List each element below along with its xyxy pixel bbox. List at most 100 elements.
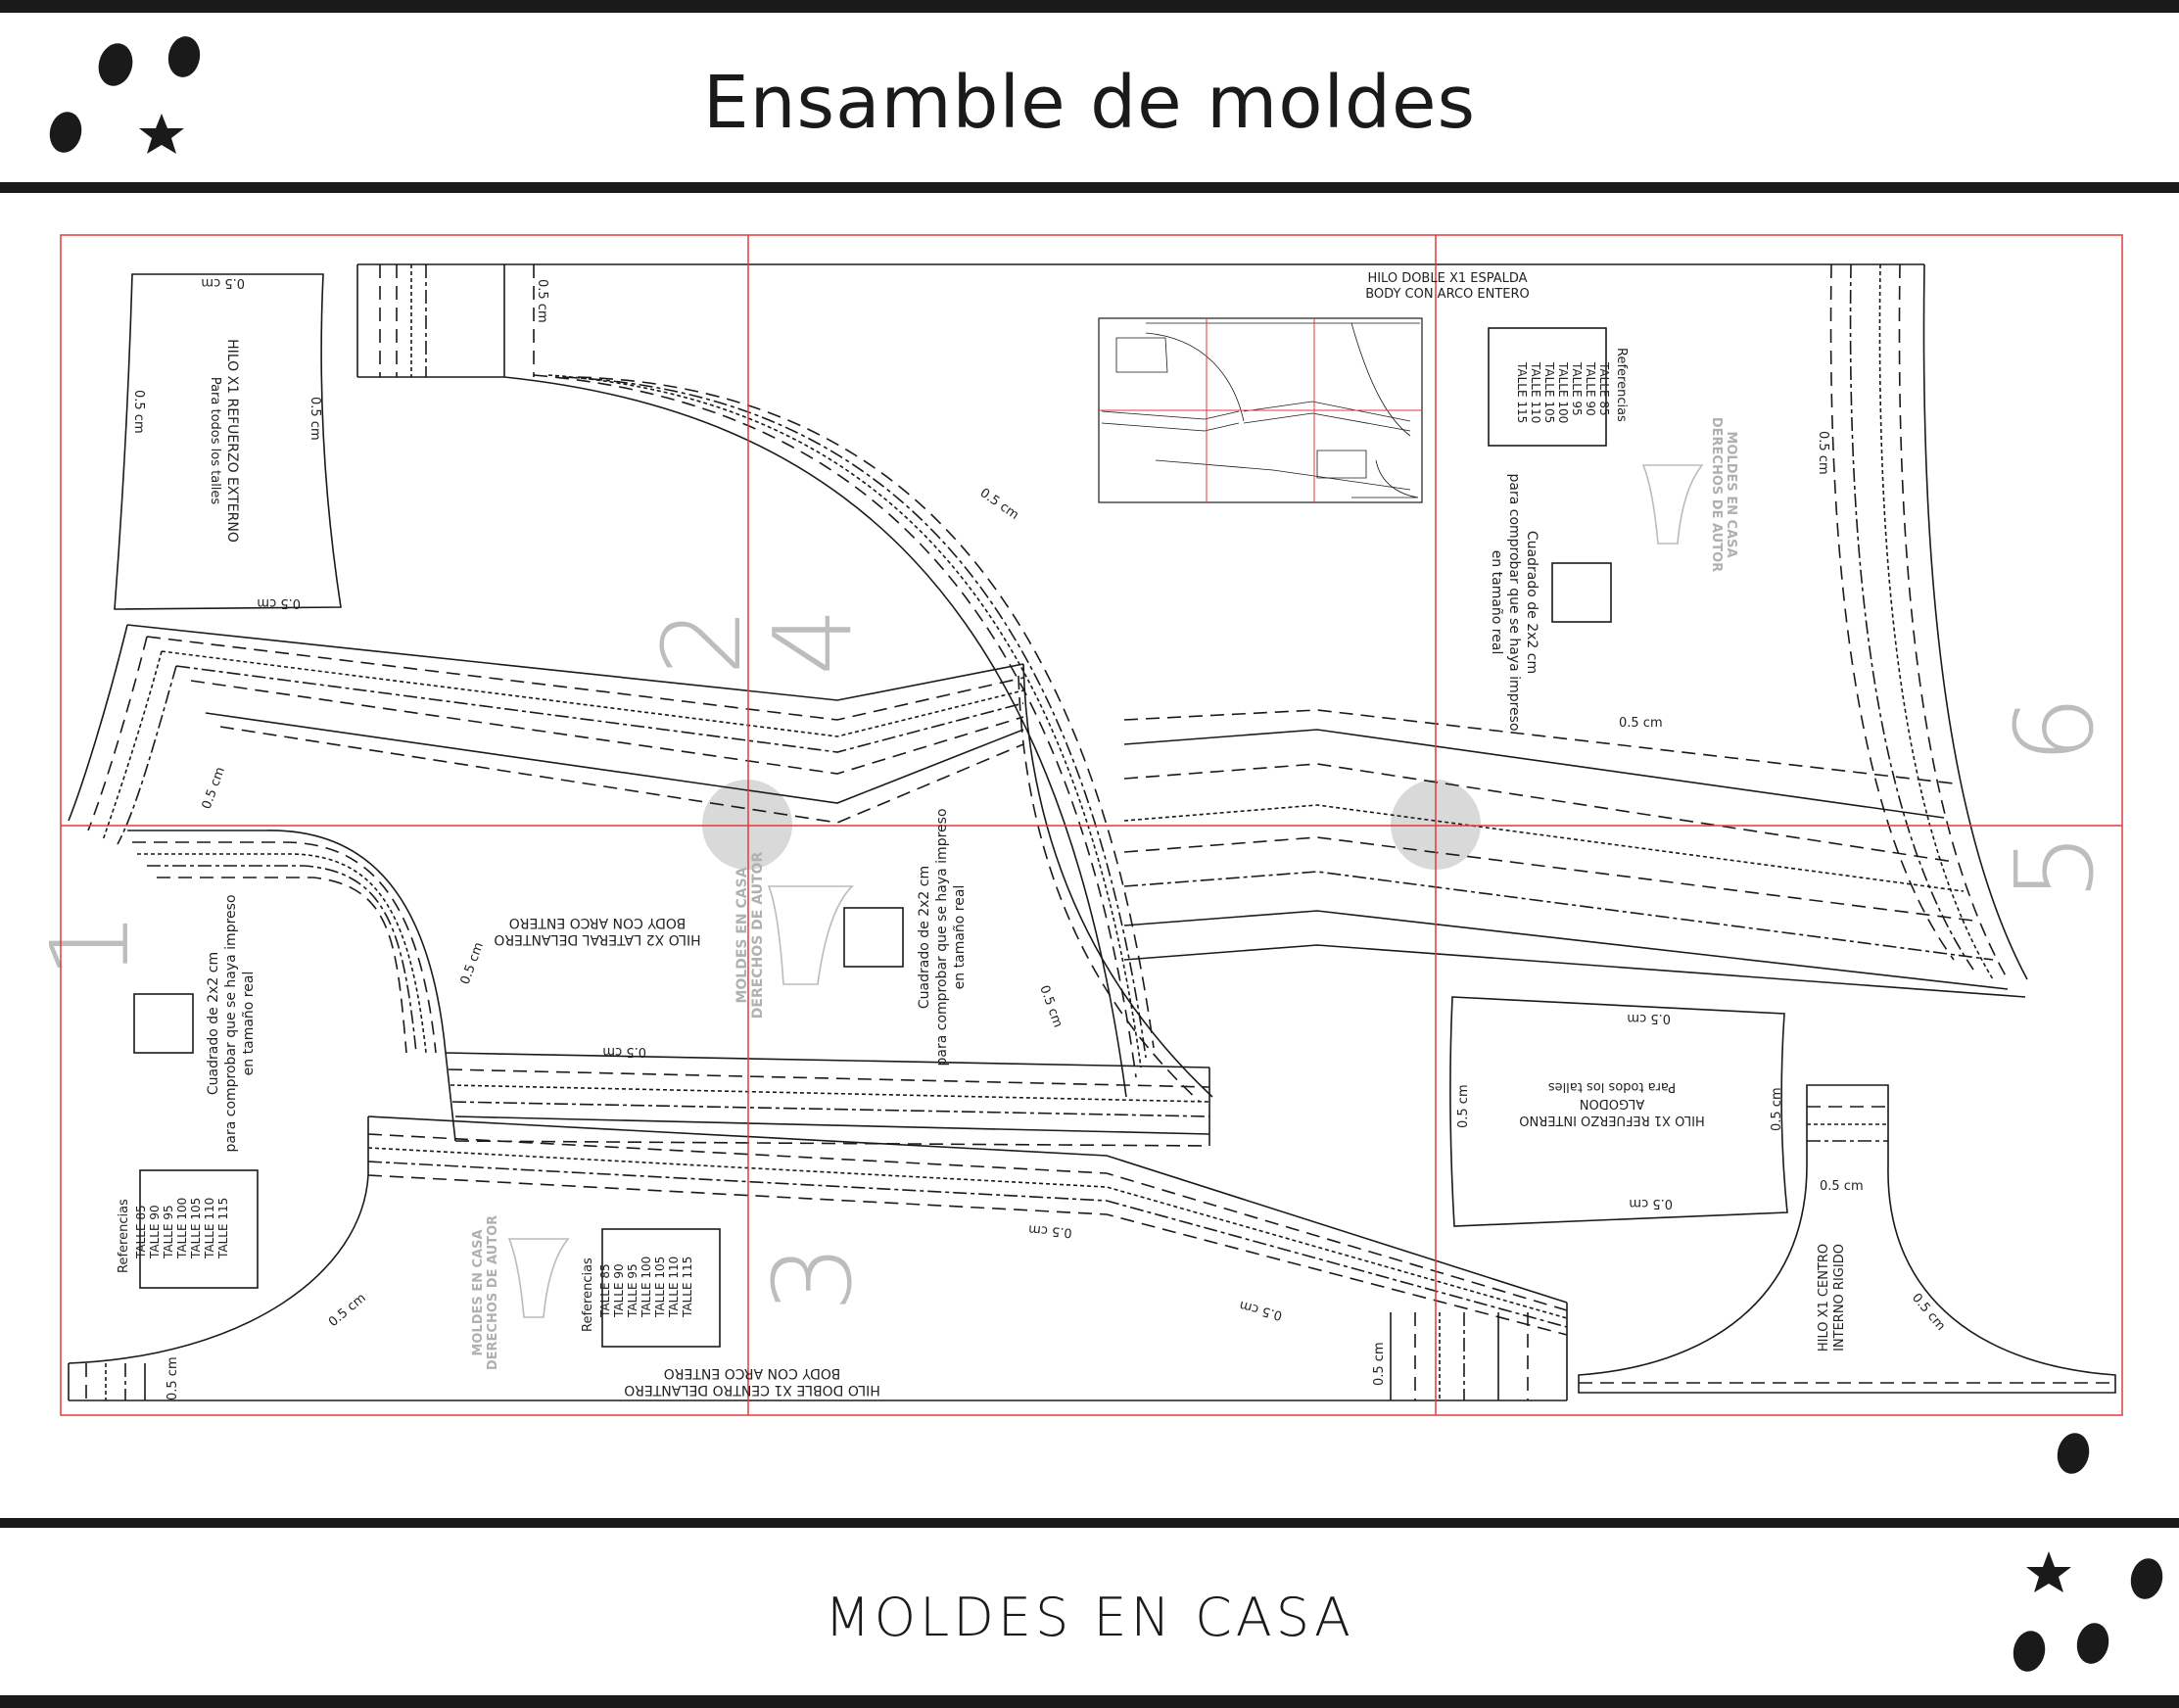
reference-size: TALLE 95 <box>626 1263 639 1318</box>
centro-delantero-lower <box>68 1115 1568 1401</box>
reference-title: Referencias <box>581 1257 595 1332</box>
piece-label: HILO X1 CENTRO <box>1817 1244 1831 1352</box>
bottom-border <box>0 1695 2179 1708</box>
reference-size: TALLE 110 <box>203 1198 216 1259</box>
page-title: Ensamble de moldes <box>702 61 1477 145</box>
reference-size: TALLE 85 <box>598 1263 612 1318</box>
centro-delantero-band <box>445 1052 1210 1147</box>
assembly-grid <box>60 234 2123 1416</box>
seam-label: 0.5 cm <box>1820 1179 1864 1194</box>
lateral-delantero <box>68 624 1213 1103</box>
reference-size: TALLE 110 <box>667 1257 681 1318</box>
piece-label: BODY CON ARCO ENTERO <box>509 915 686 930</box>
seam-allowance-labels: 0.5 cm 0.5 cm 0.5 cm 0.5 cm 0.5 cm 0.5 c… <box>131 275 1948 1400</box>
piece-label: Para todos los talles <box>1548 1079 1677 1094</box>
espalda-curves <box>503 374 1155 1098</box>
tile-number: 6 <box>1992 695 2117 764</box>
dot-icon <box>2076 1623 2109 1664</box>
reference-size: TALLE 90 <box>612 1263 626 1318</box>
seam-label: 0.5 cm <box>257 595 301 610</box>
square-note: para comprobar que se haya impreso <box>934 808 950 1066</box>
tile-number: 4 <box>750 607 876 676</box>
seam-label: 0.5 cm <box>1036 983 1065 1029</box>
reference-size: TALLE 105 <box>1542 361 1556 423</box>
watermark-shape <box>1641 464 1704 545</box>
piece-label: HILO X1 REFUERZO EXTERNO <box>224 339 240 543</box>
seam-label: 0.5 cm <box>1028 1221 1073 1240</box>
reference-table: Referencias TALLE 85 TALLE 90 TALLE 95 T… <box>1515 348 1629 423</box>
square-note: en tamaño real <box>952 885 968 990</box>
tile-number: 5 <box>1992 832 2117 901</box>
watermark-text: DERECHOS DE AUTOR <box>1709 417 1724 572</box>
reference-size: TALLE 115 <box>681 1257 694 1318</box>
watermark-text: DERECHOS DE AUTOR <box>750 852 766 1020</box>
seam-label: 0.5 cm <box>1456 1084 1471 1128</box>
assembly-overview-thumbnail <box>1098 317 1423 503</box>
footer-brand: MOLDES EN CASA <box>825 1587 1354 1648</box>
reference-size: TALLE 95 <box>162 1205 175 1259</box>
star-icon <box>2026 1551 2071 1592</box>
reference-table: Referencias TALLE 85 TALLE 90 TALLE 95 T… <box>117 1198 230 1273</box>
footer-top-border <box>0 1518 2179 1528</box>
reference-size: TALLE 100 <box>1556 361 1570 423</box>
assembly-marker <box>702 780 792 870</box>
piece-labels: HILO X1 REFUERZO EXTERNO Para todos los … <box>208 271 1847 1398</box>
reference-table-frame <box>1488 327 1607 447</box>
seam-label: 0.5 cm <box>458 940 487 986</box>
reference-table-frame <box>139 1169 259 1289</box>
square-note: Cuadrado de 2x2 cm <box>917 866 932 1009</box>
header-bottom-border <box>0 182 2179 193</box>
seam-label: 0.5 cm <box>602 1044 646 1059</box>
dot-icon <box>167 36 201 77</box>
reference-size: TALLE 95 <box>1570 361 1584 416</box>
seam-label: 0.5 cm <box>1372 1342 1387 1386</box>
seam-label: 0.5 cm <box>1629 1196 1673 1210</box>
reference-size: TALLE 110 <box>1529 361 1542 423</box>
reference-title: Referencias <box>117 1199 131 1273</box>
piece-label: BODY CON ARCO ENTERO <box>1365 287 1530 302</box>
seam-label: 0.5 cm <box>535 279 549 323</box>
piece-label: BODY CON ARCO ENTERO <box>664 1365 840 1381</box>
piece-label: HILO X2 LATERAL DELANTERO <box>494 931 700 947</box>
calibration-square <box>1551 562 1612 623</box>
espalda-right-curves <box>1829 263 2028 980</box>
reference-table-frame <box>601 1228 721 1348</box>
seam-label: 0.5 cm <box>977 486 1021 523</box>
watermark-text: MOLDES EN CASA <box>1724 431 1738 557</box>
seam-label: 0.5 cm <box>200 765 228 811</box>
seam-label: 0.5 cm <box>1909 1291 1948 1334</box>
reference-title: Referencias <box>1614 348 1629 422</box>
seam-label: 0.5 cm <box>1627 1011 1671 1025</box>
dot-icon <box>49 112 82 153</box>
centro-interno <box>1578 1084 2116 1394</box>
square-note: en tamaño real <box>1489 550 1504 655</box>
seam-label: 0.5 cm <box>166 1356 180 1400</box>
reference-size: TALLE 90 <box>148 1205 162 1259</box>
tile-numbers: 1 2 3 4 5 6 <box>27 607 2117 1312</box>
reference-size: TALLE 105 <box>189 1198 203 1259</box>
calibration-square <box>133 993 194 1054</box>
reference-size: TALLE 115 <box>216 1198 230 1259</box>
reference-size: TALLE 90 <box>1584 361 1597 416</box>
watermark-shape <box>507 1238 570 1318</box>
watermarks: MOLDES EN CASA DERECHOS DE AUTOR MOLDES … <box>471 417 1738 1370</box>
seam-label: 0.5 cm <box>1816 431 1830 475</box>
reference-table: Referencias TALLE 85 TALLE 90 TALLE 95 T… <box>581 1257 694 1332</box>
watermark-text: MOLDES EN CASA <box>734 867 750 1003</box>
reference-size: TALLE 100 <box>175 1198 189 1259</box>
piece-label: HILO X1 REFUERZO INTERNO <box>1519 1113 1705 1127</box>
seam-label: 0.5 cm <box>1238 1298 1284 1323</box>
lateral-armhole <box>127 830 447 1054</box>
refuerzo-interno-outline <box>1449 996 1788 1227</box>
tile-number: 2 <box>639 607 765 676</box>
square-note: para comprobar que se haya impreso <box>1506 473 1522 731</box>
refuerzo-externo-outline <box>114 273 342 610</box>
tile-number: 1 <box>27 911 153 979</box>
reference-size: TALLE 85 <box>134 1205 148 1259</box>
seam-label: 0.5 cm <box>1619 716 1663 731</box>
dot-icon <box>2130 1558 2163 1599</box>
dot-icon <box>2057 1433 2090 1474</box>
calibration-square <box>843 907 904 968</box>
decoration-bottom-right <box>2013 1433 2163 1672</box>
seam-label: 0.5 cm <box>326 1291 369 1330</box>
